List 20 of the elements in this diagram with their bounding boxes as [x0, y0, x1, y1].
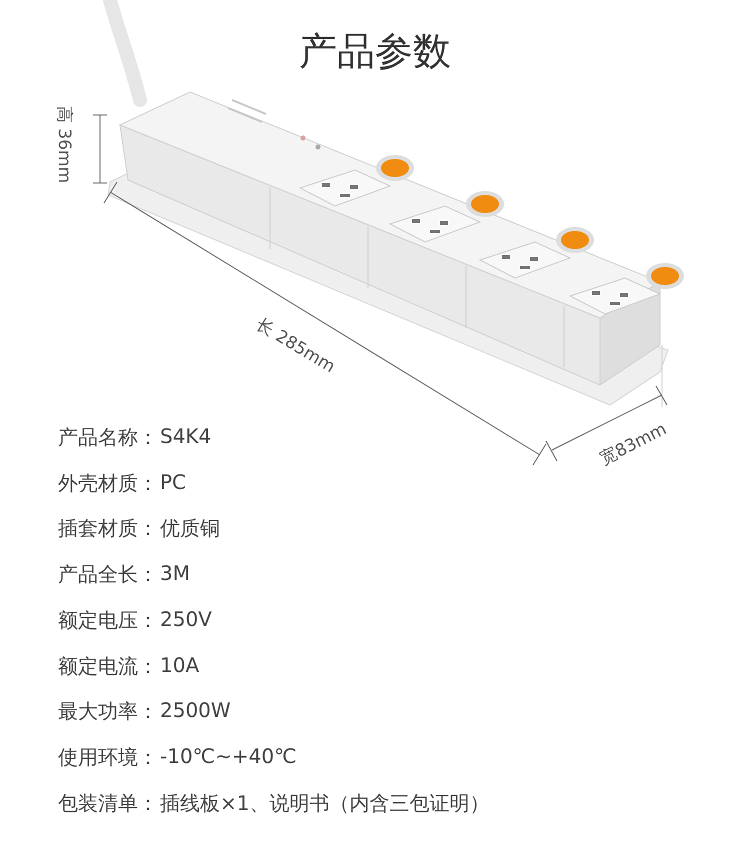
- spec-label: 额定电流：: [58, 652, 158, 680]
- spec-value: 3M: [160, 561, 190, 586]
- spec-value: 250V: [160, 606, 212, 631]
- title: 产品参数: [298, 28, 452, 75]
- dimension-label: 高 36mm: [53, 106, 75, 184]
- spec-value: -10℃~+40℃: [160, 744, 297, 768]
- spec-value: 2500W: [160, 698, 231, 722]
- spec-label: 包装清单：: [58, 790, 158, 817]
- spec-label: 最大功率：: [58, 698, 158, 726]
- spec-label: 使用环境：: [58, 744, 158, 771]
- spec-value: 插线板×1、说明书（内含三包证明）: [160, 790, 490, 817]
- spec-value: 10A: [160, 652, 200, 676]
- spec-label: 外壳材质：: [58, 470, 158, 497]
- spec-label: 产品名称：: [58, 424, 158, 451]
- spec-value: PC: [160, 470, 186, 494]
- spec-label: 产品全长：: [58, 561, 158, 588]
- spec-value: S4K4: [160, 424, 212, 448]
- spec-label: 插套材质：: [58, 515, 158, 542]
- spec-value: 优质铜: [160, 515, 220, 542]
- spec-label: 额定电压：: [58, 606, 158, 634]
